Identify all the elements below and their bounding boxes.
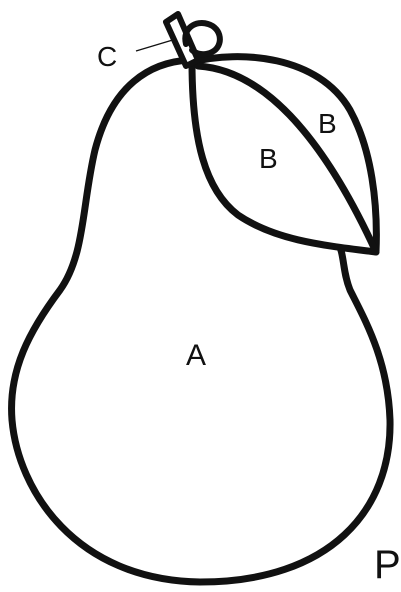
label-body: A bbox=[186, 339, 206, 372]
label-leaf-right: B bbox=[318, 108, 337, 139]
label-leaf-left: B bbox=[259, 143, 278, 174]
stem-leader-line bbox=[136, 39, 176, 51]
corner-letter: P bbox=[374, 543, 401, 587]
leaf-outline bbox=[192, 57, 376, 252]
label-stem: C bbox=[97, 41, 117, 72]
